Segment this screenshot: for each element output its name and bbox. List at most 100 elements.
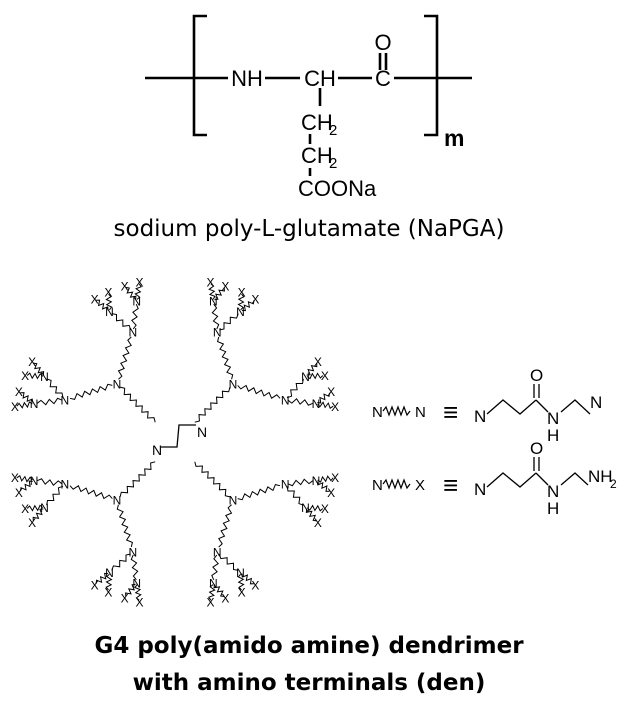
napga-caption: sodium poly-L-glutamate (NaPGA) <box>113 216 505 242</box>
wavy-bond-31 <box>237 484 281 501</box>
wavy-bond-52 <box>95 572 109 584</box>
wavy-bond-46 <box>116 504 133 548</box>
terminal-x: X <box>238 585 246 599</box>
wavy-bond-48 <box>134 584 142 601</box>
wavy-bond-1 <box>69 383 113 400</box>
wavy-bond-10 <box>96 299 109 311</box>
branch-node-n: N <box>312 474 321 488</box>
wavy-bond-59 <box>16 475 33 483</box>
wavy-bond-19 <box>214 287 225 301</box>
wavy-bond-29 <box>317 401 334 409</box>
wavy-bond-0 <box>119 386 156 423</box>
wavy-bond-23 <box>237 384 281 399</box>
terminal-x: X <box>121 279 129 293</box>
terminal-x: X <box>206 275 214 289</box>
legend-row-1: N N ≡ N O N H N <box>372 366 602 445</box>
branch-node-n: N <box>213 325 222 339</box>
wavy-bond-37 <box>305 508 317 522</box>
wavy-bond-51 <box>105 573 113 591</box>
wavy-bond-42 <box>211 554 219 580</box>
legend2-amide-h: H <box>547 499 559 518</box>
wavy-bond-15 <box>194 386 231 423</box>
terminal-x: X <box>331 471 339 485</box>
branch-node-n: N <box>236 305 245 319</box>
branch-node-n: N <box>30 474 39 488</box>
legend2-equiv: ≡ <box>443 470 458 500</box>
legend1-n2: N <box>590 393 602 412</box>
wavy-bond-34 <box>316 481 330 492</box>
legend2-chain-c <box>560 472 589 486</box>
wavy-bond-22 <box>241 300 255 312</box>
dendrimer-caption-line2: with amino terminals (den) <box>132 670 486 696</box>
terminal-x: X <box>21 502 29 516</box>
legend1-right-n: N <box>415 404 426 421</box>
legend-row-2: N X ≡ N O N H NH 2 <box>372 439 617 518</box>
wavy-bond-17 <box>211 303 220 330</box>
wavy-bond-55 <box>32 508 44 521</box>
branch-node-n: N <box>40 501 49 515</box>
legend1-n1: N <box>474 407 486 426</box>
wavy-bond-6 <box>26 372 44 380</box>
wavy-bond-21 <box>237 293 245 311</box>
wavy-bond-44 <box>208 584 216 601</box>
wavy-bond-40 <box>241 573 254 585</box>
branch-node-n: N <box>209 295 218 309</box>
wavy-bond-41 <box>237 573 245 591</box>
wavy-bond-20 <box>219 313 239 331</box>
wavy-bond-33 <box>317 475 334 483</box>
wavy-bond-38 <box>218 504 233 548</box>
branch-node-n: N <box>312 397 321 411</box>
branch-node-n: N <box>105 305 114 319</box>
branch-node-n: N <box>40 370 49 384</box>
terminal-x: X <box>321 369 329 383</box>
wavy-bond-47 <box>130 554 139 581</box>
ch-label: CH <box>304 66 336 91</box>
legend2-nh2: NH <box>588 467 613 486</box>
legend1-left-n: N <box>372 404 383 421</box>
legend1-equiv: ≡ <box>443 397 458 427</box>
wavy-bond-53 <box>69 485 113 500</box>
terminal-x: X <box>221 279 229 293</box>
terminal-x: X <box>251 293 259 307</box>
terminal-x: X <box>121 592 129 606</box>
terminal-x: X <box>135 275 143 289</box>
napga-structure <box>145 14 472 176</box>
wavy-bond-39 <box>218 553 239 571</box>
wavy-bond-50 <box>111 553 131 571</box>
terminal-x: X <box>314 355 322 369</box>
terminal-x: X <box>91 293 99 307</box>
core-node-right: N <box>197 424 207 440</box>
wavy-bond-54 <box>46 485 64 506</box>
dendrimer-caption-line1: G4 poly(amido amine) dendrimer <box>94 633 524 659</box>
branch-node-n: N <box>301 370 310 384</box>
branch-node-n: N <box>113 494 122 508</box>
terminal-x: X <box>21 369 29 383</box>
wavy-bond-8 <box>117 336 132 380</box>
terminal-x: X <box>28 355 36 369</box>
wavy-bond-58 <box>20 480 33 492</box>
wavy-bond-9 <box>111 313 132 331</box>
terminal-x: X <box>15 486 23 500</box>
terminal-x: X <box>327 486 335 500</box>
terminal-x: X <box>11 400 19 414</box>
dendrimer-core: N N <box>152 424 207 458</box>
wavy-bond-11 <box>105 293 113 311</box>
legend1-chain-a <box>486 399 537 415</box>
branch-node-n: N <box>30 397 39 411</box>
branch-node-n: N <box>281 393 290 407</box>
branch-node-n: N <box>113 378 122 392</box>
terminal-x: X <box>11 471 19 485</box>
legend2-n1: N <box>474 480 486 499</box>
wavy-bond-14 <box>134 283 142 300</box>
wavy-bond-49 <box>125 583 136 597</box>
legend1-wavy-bond <box>382 405 411 417</box>
wavy-bond-45 <box>119 461 156 498</box>
carbon-label: C <box>375 66 391 91</box>
nh-label: NH <box>231 66 263 91</box>
core-node-left: N <box>152 442 162 458</box>
wavy-bond-26 <box>306 372 324 380</box>
wavy-bond-28 <box>317 392 330 404</box>
branch-node-n: N <box>128 325 137 339</box>
